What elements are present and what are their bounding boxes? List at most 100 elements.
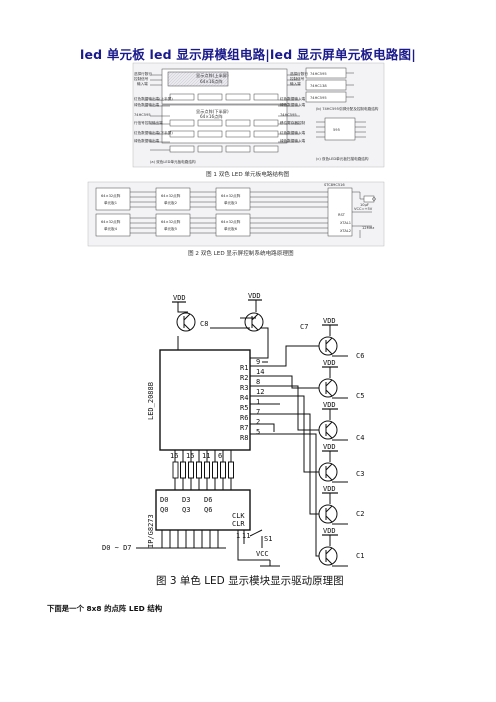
row-pin: 2 (256, 418, 260, 426)
fig3-caption: 图 3 单色 LED 显示模块显示驱动原理图 (156, 574, 344, 587)
chip-output: Q3 (182, 506, 190, 514)
row-label: R4 (240, 394, 248, 402)
clr-label: CLR (232, 520, 245, 528)
chip-output: Q0 (160, 506, 168, 514)
fig2-xtal2: XTAL2 (340, 229, 351, 233)
row-pin: 7 (256, 408, 260, 416)
figure-1-text: 显示点阵(上半屏) 64×16点阵 显示点阵(下半屏) 64×16点阵 选择行数… (134, 71, 379, 178)
fig1-right-label: 控制信号 (290, 76, 305, 81)
column-label: C3 (356, 470, 364, 478)
fig1-chip: 74HC595 (310, 72, 327, 76)
column-label: C8 (200, 320, 208, 328)
column-label: C1 (356, 552, 364, 560)
led-matrix-box (159, 349, 251, 451)
row-pin: 5 (256, 428, 260, 436)
bottom-col-pin: 11 (202, 452, 210, 460)
fig2-freq: 12MHz (362, 226, 374, 230)
column-label: C2 (356, 510, 364, 518)
fig1-main-top: 显示点阵(上半屏) (196, 72, 229, 79)
vdd-label: VDD (323, 359, 336, 367)
fig1-chip: 595 (333, 128, 340, 132)
bottom-col-pin: 16 (170, 452, 178, 460)
row-label: R1 (240, 364, 248, 372)
fig2-xtal1: XTAL1 (340, 221, 351, 225)
driver-chip-label: IP/G8273 (147, 514, 155, 548)
figure-2-text: 64×32点阵 单元板1 64×32点阵 单元板2 64×32点阵 单元板3 6… (101, 183, 374, 257)
fig1-caption: 图 1 双色 LED 单元板电路结构图 (206, 170, 290, 178)
fig1-main-bot: 显示点阵(下半屏) (196, 108, 229, 115)
fig1-main-top-2: 64×16点阵 (200, 78, 223, 85)
fig1-left-label: 绿色数据输出端 (134, 102, 160, 107)
fig1-left-label: 控制信号 (134, 76, 149, 81)
fig2-cap: 10μF (360, 203, 369, 207)
fig2-unit-name: 单元板2 (164, 200, 177, 205)
bottom-col-pin: 15 (186, 452, 194, 460)
vdd-label: VDD (323, 527, 336, 535)
fig1-left-label: 红色数据输出端(下半屏) (134, 130, 173, 135)
fig2-rst: RST (338, 213, 346, 217)
fig1-left-label: 选择行数行 (134, 71, 152, 76)
fig1-left-label: 74HC595 (134, 113, 151, 117)
chip-output: Q6 (204, 506, 212, 514)
led-matrix-label: LED_2088B (147, 382, 155, 420)
fig1-sub-b: (b) 74HC595引脚分配及控制电路结构 (316, 106, 379, 111)
fig2-unit-name: 单元板5 (164, 226, 177, 231)
fig2-unit-name: 单元板6 (224, 226, 238, 231)
fig2-caption: 图 2 双色 LED 显示屏控制系统电路原理图 (188, 249, 294, 257)
bottom-text: 下面是一个 8x8 的点阵 LED 结构 (47, 604, 163, 613)
vdd-label: VDD (248, 292, 261, 300)
fig1-main-bot-2: 64×16点阵 (200, 113, 223, 120)
figure-2 (87, 181, 385, 247)
fig1-right-label: 输入端 (290, 81, 301, 86)
fig1-chip: 74HC595 (310, 96, 327, 100)
chip-input: D6 (204, 496, 212, 504)
vdd-label: VDD (323, 401, 336, 409)
pin-1: 1 (236, 532, 240, 540)
fig2-unit: 64×32点阵 (101, 219, 121, 224)
switch-label: S1 (264, 535, 272, 543)
row-label: R5 (240, 404, 248, 412)
row-label: R3 (240, 384, 248, 392)
figure-3 (136, 299, 348, 567)
fig1-left-label: 输入端 (137, 81, 148, 86)
fig1-left-label: 红色数据输出端(上半屏) (134, 96, 173, 101)
fig1-sub-c: (c) 双色LED单元板扫描电路结构 (316, 156, 369, 161)
fig2-vcc: VCC=+5V (354, 207, 373, 211)
fig1-right-label: 74HC595 (280, 113, 297, 117)
fig2-unit-name: 单元板1 (104, 200, 117, 205)
column-label: C6 (356, 352, 364, 360)
fig1-right-label: 绿色数据输入端 (280, 102, 306, 107)
vdd-label: VDD (323, 317, 336, 325)
document-title: led 单元板 led 显示屏模组电路|led 显示屏单元板电路图| (80, 47, 416, 62)
fig1-right-label: 红色数据输入端 (280, 130, 306, 135)
fig1-right-label: 红色数据输入端 (280, 96, 306, 101)
fig2-unit: 64×32点阵 (161, 193, 181, 198)
chip-input: D3 (182, 496, 190, 504)
row-pin: 1 (256, 398, 260, 406)
bus-label: D0 ~ D7 (102, 544, 132, 552)
bottom-col-pin: 6 (218, 452, 222, 460)
fig2-unit-name: 单元板4 (104, 226, 118, 231)
fig2-unit: 64×32点阵 (161, 219, 181, 224)
row-pin: 9 (256, 358, 260, 366)
vdd-label: VDD (323, 443, 336, 451)
column-label: C7 (300, 323, 308, 331)
row-pin: 12 (256, 388, 264, 396)
clk-label: CLK (232, 512, 245, 520)
figure-3-text: VDD VDD VDD VDD VDD VDD VDD VDD C8 C7 C6… (102, 292, 364, 587)
chip-input: D0 (160, 496, 168, 504)
fig1-left-label: 行信号控制输出端 (134, 120, 163, 125)
vdd-label: VDD (173, 294, 186, 302)
fig1-right-label: 绿色数据输入端 (280, 138, 306, 143)
column-label: C5 (356, 392, 364, 400)
row-label: R7 (240, 424, 248, 432)
fig1-left-label: 绿色数据输出端 (134, 138, 160, 143)
fig1-chip: 74HC138 (310, 84, 327, 88)
fig2-unit: 64×32点阵 (221, 193, 241, 198)
fig1-right-label: 移位寄存器控制 (280, 120, 306, 125)
column-label: C4 (356, 434, 364, 442)
driver-chip-box (155, 489, 251, 531)
row-label: R6 (240, 414, 248, 422)
fig2-unit-name: 单元板3 (224, 200, 237, 205)
